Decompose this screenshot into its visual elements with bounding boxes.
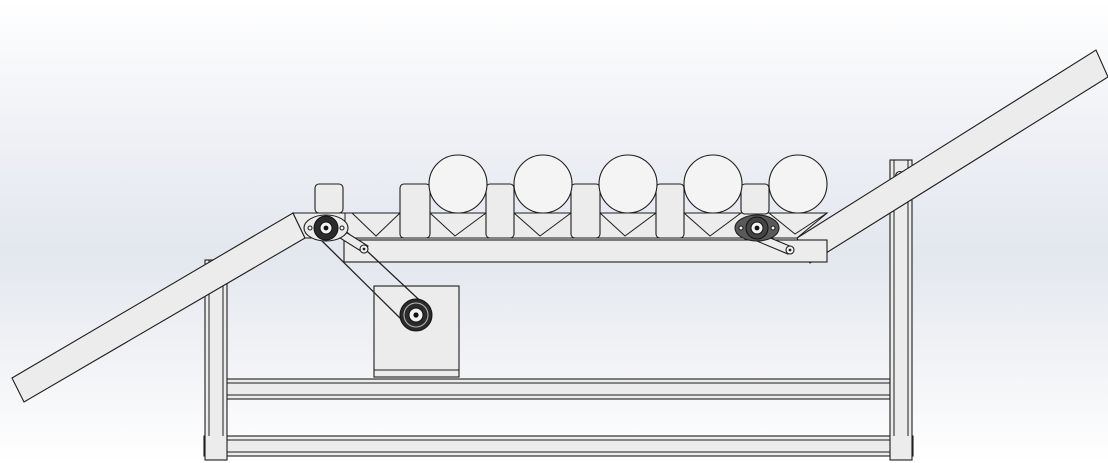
base-beam bbox=[203, 435, 914, 457]
circle-icon bbox=[734, 214, 780, 242]
roller bbox=[428, 154, 488, 214]
base-frame bbox=[203, 378, 914, 457]
roller bbox=[513, 154, 573, 214]
right-ramp bbox=[796, 49, 1108, 264]
gear-icon bbox=[303, 214, 349, 242]
gear-icon bbox=[399, 298, 433, 332]
rollers bbox=[428, 154, 828, 214]
lower-crossbar bbox=[225, 378, 891, 400]
left-ramp bbox=[11, 212, 306, 403]
roller bbox=[768, 154, 828, 214]
roller bbox=[683, 154, 743, 214]
stopper-blocks bbox=[314, 183, 770, 239]
roller bbox=[598, 154, 658, 214]
lower-rail bbox=[343, 239, 828, 263]
